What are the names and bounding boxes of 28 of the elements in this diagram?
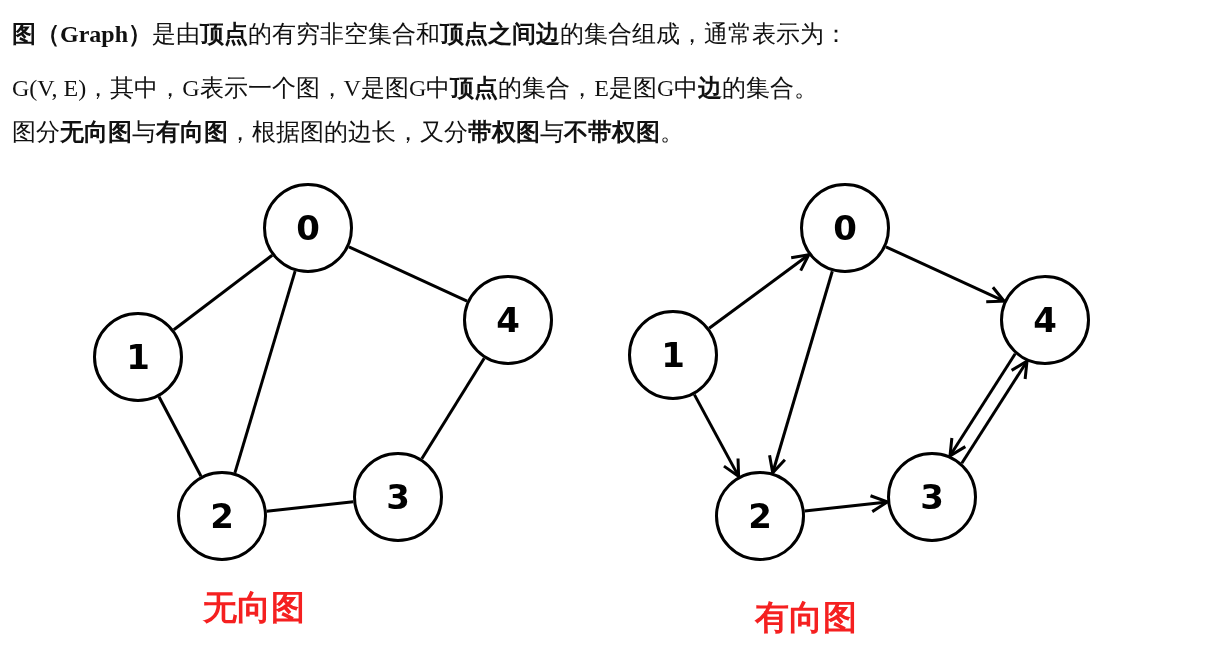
vertex-number: 3 <box>920 477 944 517</box>
arrow <box>708 253 811 330</box>
arrow <box>885 245 1006 304</box>
edge-line <box>157 396 203 477</box>
graph-caption: 有向图 <box>755 596 857 639</box>
description-text: 图分无向图与有向图，根据图的边长，又分带权图与不带权图。 <box>12 118 684 147</box>
arrow <box>804 494 889 514</box>
vertex-number: 3 <box>386 477 410 517</box>
description-text: G(V, E)，其中，G表示一个图，V是图G中顶点的集合，E是图G中边的集合。 <box>12 74 819 103</box>
arrow <box>693 393 741 478</box>
edge-line <box>172 254 274 331</box>
vertex-number: 0 <box>296 208 320 248</box>
arrow <box>948 352 1017 458</box>
description-text: 图（Graph）是由顶点的有穷非空集合和顶点之间边的集合组成，通常表示为： <box>12 20 848 49</box>
edge-line <box>420 357 486 460</box>
vertex-number: 4 <box>1033 300 1057 340</box>
arrow <box>768 270 834 475</box>
vertex-number: 2 <box>748 496 772 536</box>
vertex-number: 4 <box>496 300 520 340</box>
vertex-number: 1 <box>126 337 150 377</box>
graph-caption: 无向图 <box>203 586 305 629</box>
arrow <box>960 359 1029 465</box>
edge-line <box>233 270 297 474</box>
edge-line <box>266 500 354 513</box>
edge-line <box>348 245 468 303</box>
vertex-number: 2 <box>210 496 234 536</box>
vertex-number: 0 <box>833 208 857 248</box>
vertex-number: 1 <box>661 335 685 375</box>
